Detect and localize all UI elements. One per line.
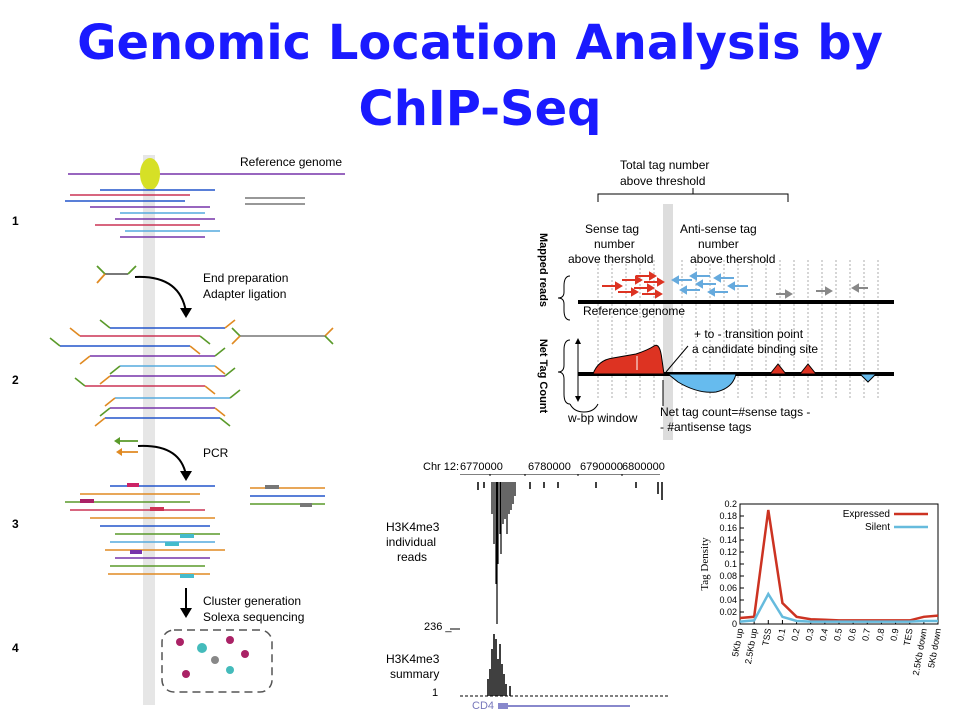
- pcr-label: PCR: [203, 446, 229, 460]
- mapped-reads-label: Mapped reads: [536, 233, 549, 307]
- y-tick-label: 0.04: [719, 595, 737, 605]
- gene-label: CD4: [472, 700, 495, 712]
- y-tick-label: 0.1: [724, 559, 737, 569]
- coord-1: 6770000: [460, 461, 503, 473]
- sense-tag-label-1: Sense tag: [585, 222, 640, 236]
- step1-fragments: [65, 189, 305, 238]
- sense-tag-label-2: number: [594, 237, 635, 251]
- y-tick-label: 0.2: [724, 499, 737, 509]
- workflow-diagram: [49, 155, 345, 705]
- total-tag-label-2: above threshold: [620, 174, 706, 188]
- chr-label: Chr 12:: [423, 461, 460, 473]
- x-tick-label: 0.7: [860, 628, 872, 642]
- reads-label-3: reads: [397, 550, 428, 564]
- cluster-generation-label: Cluster generation: [203, 594, 302, 608]
- x-tick-label: 0.5: [832, 628, 844, 642]
- negative-trough: [666, 373, 737, 393]
- y-axis-label: Tag Density: [699, 537, 711, 591]
- pcr-primers: [114, 437, 138, 456]
- net-formula-2: - #antisense tags: [660, 420, 752, 434]
- scale-bottom: 1: [432, 687, 439, 699]
- center-band: [143, 155, 155, 705]
- y-tick-label: 0.18: [719, 511, 737, 521]
- step3-tags: [80, 483, 312, 578]
- reads-label-2: individual: [386, 535, 437, 549]
- total-tag-label-1: Total tag number: [620, 158, 710, 172]
- page-title-line1: Genomic Location Analysis by: [77, 15, 883, 71]
- page-title-line2: ChIP-Seq: [358, 81, 602, 137]
- step2-fragments: [60, 327, 325, 419]
- step2-adapter-ends: [49, 319, 334, 427]
- x-tick-label: 0.2: [790, 628, 802, 642]
- protein-blob: [140, 158, 160, 190]
- antisense-tag-label-1: Anti-sense tag: [680, 222, 757, 236]
- step-3: 3: [12, 517, 19, 531]
- summary-label-2: summary: [390, 667, 440, 681]
- y-tick-label: 0.12: [719, 547, 737, 557]
- step3-fragments: [65, 485, 325, 575]
- x-tick-label: 5Kb up: [730, 628, 745, 658]
- step-1: 1: [12, 214, 19, 228]
- y-tick-label: 0: [732, 619, 737, 629]
- antisense-reads: [671, 271, 748, 297]
- genome-browser: [450, 474, 670, 709]
- legend-label-silent: Silent: [865, 522, 890, 533]
- sense-reads: [602, 271, 665, 299]
- adapter-icon: [96, 265, 137, 284]
- transition-label-2: a candidate binding site: [692, 342, 819, 356]
- read-pile: [491, 482, 516, 624]
- y-tick-label: 0.14: [719, 535, 737, 545]
- step-4: 4: [12, 641, 19, 655]
- series-line-silent: [739, 591, 938, 623]
- x-tick-label: 0.4: [818, 628, 830, 642]
- coord-2: 6780000: [528, 461, 571, 473]
- positive-peak: [592, 344, 665, 375]
- antisense-tag-label-2: number: [698, 237, 739, 251]
- x-tick-label: TSS: [760, 628, 773, 647]
- x-tick-label: 0.6: [846, 628, 858, 642]
- legend-label-expressed: Expressed: [843, 509, 890, 520]
- window-label: w-bp window: [568, 411, 638, 425]
- net-tag-count-label: Net Tag Count: [537, 338, 550, 414]
- peak-reference-label: Reference genome: [583, 304, 686, 318]
- solexa-sequencing-label: Solexa sequencing: [203, 610, 305, 624]
- y-tick-label: 0.06: [719, 583, 737, 593]
- reads-label-1: H3K4me3: [386, 520, 440, 534]
- reference-genome-label: Reference genome: [240, 155, 343, 169]
- transition-label-1: + to - transition point: [694, 327, 804, 341]
- step-2: 2: [12, 373, 19, 387]
- x-tick-label: 5Kb down: [926, 628, 943, 669]
- antisense-tag-label-3: above thershold: [690, 252, 776, 266]
- cluster-dots: [176, 636, 249, 678]
- scale-top: 236 _: [424, 621, 452, 633]
- flow-cell: [161, 629, 273, 693]
- x-tick-label: 0.1: [775, 628, 787, 642]
- transition-pointer: [665, 345, 689, 373]
- x-tick-label: 0.8: [874, 628, 886, 642]
- coord-4: 6800000: [622, 461, 665, 473]
- y-tick-label: 0.08: [719, 571, 737, 581]
- net-formula-1: Net tag count=#sense tags -: [660, 405, 811, 419]
- end-preparation-label: End preparation: [203, 271, 289, 285]
- y-tick-label: 0.02: [719, 607, 737, 617]
- sense-tag-label-3: above thershold: [568, 252, 654, 266]
- x-tick-label: 2.5Kb up: [743, 628, 759, 665]
- y-tick-label: 0.16: [719, 523, 737, 533]
- scattered-reads: [776, 283, 868, 299]
- coord-3: 6790000: [580, 461, 623, 473]
- adapter-ligation-label: Adapter ligation: [203, 287, 287, 301]
- x-tick-label: TES: [902, 628, 915, 647]
- summary-bars: [487, 634, 511, 696]
- peak-diagram: [557, 188, 894, 440]
- arrow-end-prep: [134, 275, 187, 313]
- arrow-pcr: [137, 444, 187, 476]
- tag-density-chart: 0 0.02 0.04 0.06 0.08 0.1 0.12 0.14 0.16 0.18 0.2 5…: [699, 499, 943, 676]
- x-tick-label: 0.3: [804, 628, 816, 642]
- peak-center-band: [663, 204, 673, 440]
- summary-label-1: H3K4me3: [386, 652, 440, 666]
- x-tick-label: 0.9: [889, 628, 901, 642]
